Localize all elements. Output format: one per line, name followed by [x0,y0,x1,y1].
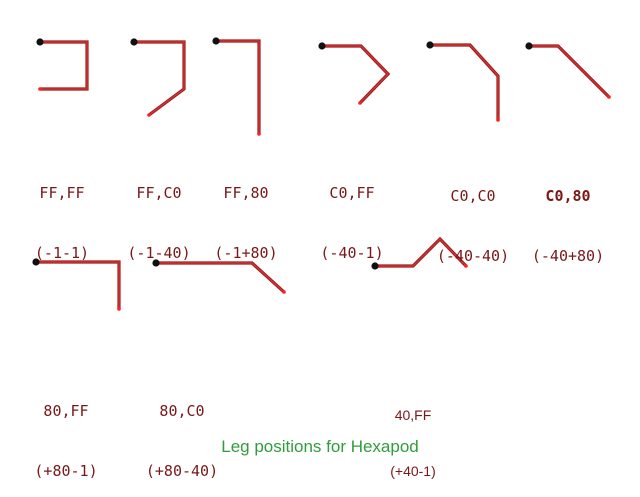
position-code: 80,FF [43,402,89,420]
position-code: FF,80 [223,184,269,202]
leg-label-80-ff: 80,FF (+80-1) [6,369,126,497]
position-code: C0,FF [329,184,375,202]
position-offset: (+40-1) [390,463,436,479]
position-code: C0,C0 [450,187,496,205]
leg-diagram-c0-ff [318,42,391,105]
leg-diagram-c0-c0 [426,41,500,122]
position-code: 40,FF [394,407,432,423]
leg-diagram-40-ff [371,236,468,270]
leg-label-c0-80: C0,80 (-40+80) [508,154,628,282]
leg-label-80-c0: 80,C0 (+80-40) [122,369,242,497]
position-offset: (-40+80) [531,247,605,265]
position-code: FF,FF [39,184,85,202]
leg-diagram-80-ff [32,258,121,311]
diagram-caption: Leg positions for Hexapod [221,437,419,456]
position-offset: (+80-40) [145,462,219,480]
leg-diagram-c0-80 [525,42,611,99]
position-code: FF,C0 [136,184,182,202]
leg-diagram-ff-80 [212,37,261,136]
leg-label-40-ff: 40,FF (+40-1) [353,373,473,497]
leg-label-ff-ff: FF,FF (-1-1) [2,151,122,279]
leg-diagram-ff-ff [36,38,89,91]
leg-label-c0-ff: C0,FF (-40-1) [292,151,412,279]
position-code: 80,C0 [159,402,205,420]
position-code: C0,80 [545,187,591,205]
position-offset: (-1-1) [34,244,90,262]
leg-diagram [32,37,611,311]
position-offset: (+80-1) [34,462,98,480]
leg-label-ff-c0: FF,C0 (-1-40) [99,151,219,279]
leg-label-c0-c0: C0,C0 (-40-40) [413,154,533,282]
position-offset: (-1-40) [127,244,191,262]
leg-diagram-ff-c0 [130,38,186,117]
leg-diagram-80-c0 [152,259,286,294]
position-offset: (-40-40) [436,247,510,265]
position-offset: (-40-1) [320,244,384,262]
leg-label-ff-80: FF,80 (-1+80) [186,151,306,279]
position-offset: (-1+80) [214,244,278,262]
